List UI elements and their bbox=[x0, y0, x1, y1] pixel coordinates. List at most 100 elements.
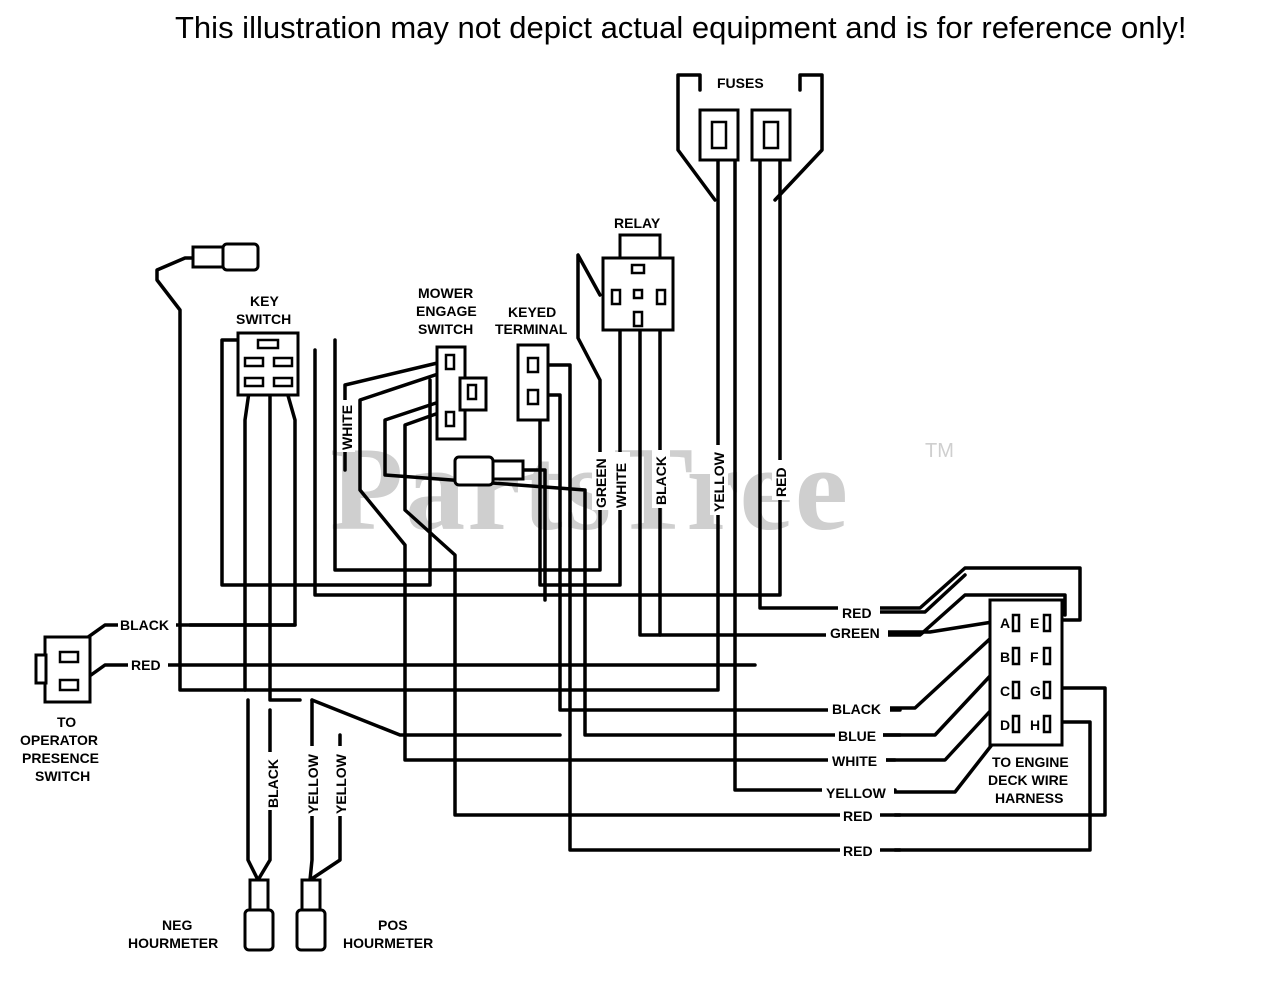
operator-label-4: SWITCH bbox=[35, 768, 90, 784]
relay-tab bbox=[618, 233, 662, 262]
neg-hourmeter-label-2: HOURMETER bbox=[128, 935, 218, 951]
spare-connector-top-body bbox=[191, 245, 225, 269]
wire-harness-g bbox=[893, 686, 1107, 817]
pos-hourmeter-label-2: HOURMETER bbox=[343, 935, 433, 951]
vertical-wire-labels: WHITE GREEN WHITE BLACK YELLOW RED BLACK… bbox=[264, 400, 790, 816]
wire-harness-red bbox=[878, 573, 967, 614]
wire-harness-h bbox=[893, 720, 1092, 852]
label-bg bbox=[840, 841, 880, 859]
harness-pin-label-c: C bbox=[1000, 683, 1010, 699]
wire-harness-blue bbox=[880, 658, 1007, 737]
wire-relay-black bbox=[638, 318, 1067, 637]
label-bg bbox=[304, 746, 322, 816]
fuse-right-element bbox=[762, 120, 780, 150]
label-bg bbox=[710, 445, 728, 515]
wire-yellow-fuse bbox=[155, 158, 720, 692]
harness-pin-d bbox=[1011, 714, 1021, 734]
harness-label-red-1: RED bbox=[842, 605, 872, 621]
key-switch-pin bbox=[272, 356, 294, 368]
relay-pin bbox=[630, 263, 646, 275]
wire-keyed-1 bbox=[533, 363, 902, 852]
vlabel-black-relay: BLACK bbox=[653, 456, 669, 505]
operator-presence-connector: TO OPERATOR PRESENCE SWITCH bbox=[20, 635, 99, 784]
vlabel-white-key: WHITE bbox=[339, 405, 355, 450]
mower-label-1: MOWER bbox=[418, 285, 473, 301]
pos-hourmeter-crimp bbox=[300, 878, 322, 912]
wire-mower-3 bbox=[383, 388, 902, 737]
wire-loose-terminal bbox=[518, 468, 547, 602]
mower-switch-pin bbox=[444, 410, 456, 428]
wire-harness-white bbox=[883, 693, 1007, 762]
label-bg bbox=[828, 699, 890, 717]
keyed-terminal-body bbox=[516, 343, 550, 422]
op-label-red: RED bbox=[131, 657, 161, 673]
mower-switch-pin bbox=[466, 383, 478, 401]
neg-hourmeter-terminal bbox=[243, 908, 275, 952]
op-label-black: BLACK bbox=[120, 617, 169, 633]
vlabel-yellow-fuse: YELLOW bbox=[711, 451, 727, 512]
keyed-terminal-pin bbox=[526, 388, 540, 406]
relay-label: RELAY bbox=[614, 215, 661, 231]
harness-pin-label-e: E bbox=[1030, 615, 1039, 631]
fuse-block: FUSES bbox=[698, 75, 792, 162]
harness-pin-e bbox=[1042, 613, 1052, 633]
wire-key-a bbox=[220, 338, 432, 587]
label-bg bbox=[772, 460, 790, 500]
harness-label-red-3: RED bbox=[843, 843, 873, 859]
harness-label-1: TO ENGINE bbox=[992, 754, 1069, 770]
loose-terminal-body bbox=[491, 459, 525, 481]
loose-terminal-head bbox=[453, 455, 495, 487]
harness-label-red-2: RED bbox=[843, 808, 873, 824]
label-bg bbox=[835, 726, 883, 744]
label-bg bbox=[264, 752, 282, 810]
harness-label-3: HARNESS bbox=[995, 790, 1063, 806]
harness-label-blue: BLUE bbox=[838, 728, 876, 744]
label-bg bbox=[838, 603, 880, 621]
wire-op-black bbox=[68, 623, 297, 652]
key-switch-pin bbox=[243, 376, 265, 388]
harness-pin-label-a: A bbox=[1000, 615, 1010, 631]
wire-relay-white bbox=[538, 308, 622, 587]
harness-label-black: BLACK bbox=[832, 701, 881, 717]
harness-pin-label-h: H bbox=[1030, 717, 1040, 733]
relay-pin bbox=[632, 288, 644, 300]
operator-label-2: OPERATOR bbox=[20, 732, 98, 748]
label-bg bbox=[332, 746, 350, 816]
pos-hourmeter-terminal bbox=[295, 908, 327, 952]
mower-engage-switch: MOWER ENGAGE SWITCH bbox=[416, 285, 488, 441]
wires bbox=[68, 73, 1107, 882]
keyed-label-2: TERMINAL bbox=[495, 321, 568, 337]
neg-hourmeter-crimp bbox=[248, 878, 270, 912]
keyed-label-1: KEYED bbox=[508, 304, 556, 320]
operator-connector-pin bbox=[58, 650, 80, 664]
vlabel-white-relay: WHITE bbox=[613, 463, 629, 508]
engine-harness-connector: A B C D E F G H TO ENGINE DECK WIRE HARN… bbox=[988, 598, 1069, 806]
operator-connector-body bbox=[43, 635, 92, 704]
fuse-left-element bbox=[710, 120, 728, 150]
operator-connector-pin bbox=[58, 678, 80, 692]
wire-harness-black bbox=[888, 623, 1007, 710]
label-bg bbox=[337, 400, 355, 452]
vlabel-green: GREEN bbox=[593, 458, 609, 508]
harness-label-yellow: YELLOW bbox=[826, 785, 887, 801]
label-bg bbox=[828, 751, 886, 769]
harness-label-2: DECK WIRE bbox=[988, 772, 1068, 788]
wire-fuse-left-loop bbox=[676, 73, 717, 202]
pos-hourmeter-label-1: POS bbox=[378, 917, 408, 933]
harness-label-green: GREEN bbox=[830, 625, 880, 641]
keyed-terminal-pin bbox=[526, 356, 540, 374]
spare-connectors bbox=[191, 242, 525, 487]
label-bg bbox=[840, 806, 880, 824]
wire-red-fuse-2 bbox=[313, 158, 782, 597]
mower-switch-pin bbox=[444, 353, 456, 371]
harness-pin-c bbox=[1011, 680, 1021, 700]
wire-hour-link bbox=[310, 698, 562, 737]
operator-label-3: PRESENCE bbox=[22, 750, 99, 766]
harness-pin-a bbox=[1011, 613, 1021, 633]
label-bg bbox=[826, 623, 888, 641]
harness-pin-label-f: F bbox=[1030, 649, 1039, 665]
operator-wire-labels: BLACK RED bbox=[118, 615, 176, 673]
wire-key-d bbox=[243, 383, 252, 692]
harness-pin-label-b: B bbox=[1000, 649, 1010, 665]
